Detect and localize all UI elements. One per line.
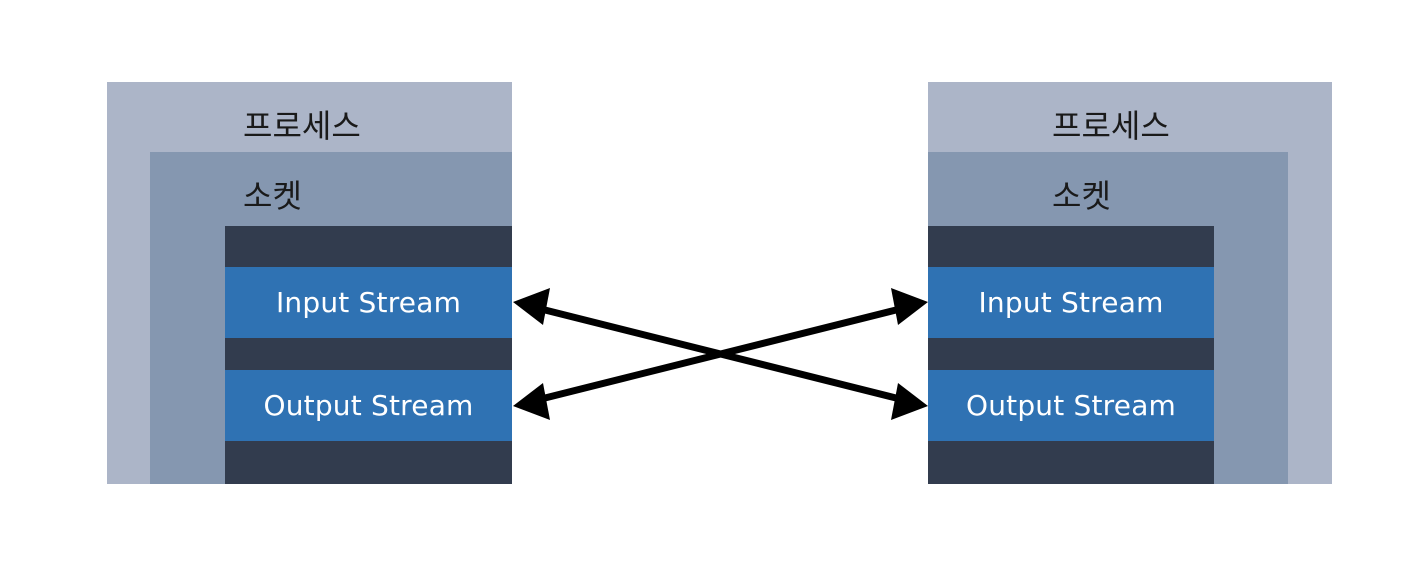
right-socket-label: 소켓 [1052,177,1111,215]
arrowhead-left-output [513,383,550,420]
left-output-stream: Output Stream [225,370,512,441]
right-process-label: 프로세스 [1052,107,1170,145]
arrowhead-left-input [513,288,550,325]
left-socket-label: 소켓 [243,177,302,215]
arrowhead-right-input [891,288,928,325]
right-input-stream: Input Stream [928,267,1214,338]
left-process-label: 프로세스 [243,107,361,145]
right-output-stream: Output Stream [928,370,1214,441]
left-input-stream: Input Stream [225,267,512,338]
arrow-left-output-to-right-input [541,306,900,402]
arrowhead-right-output [891,383,928,420]
